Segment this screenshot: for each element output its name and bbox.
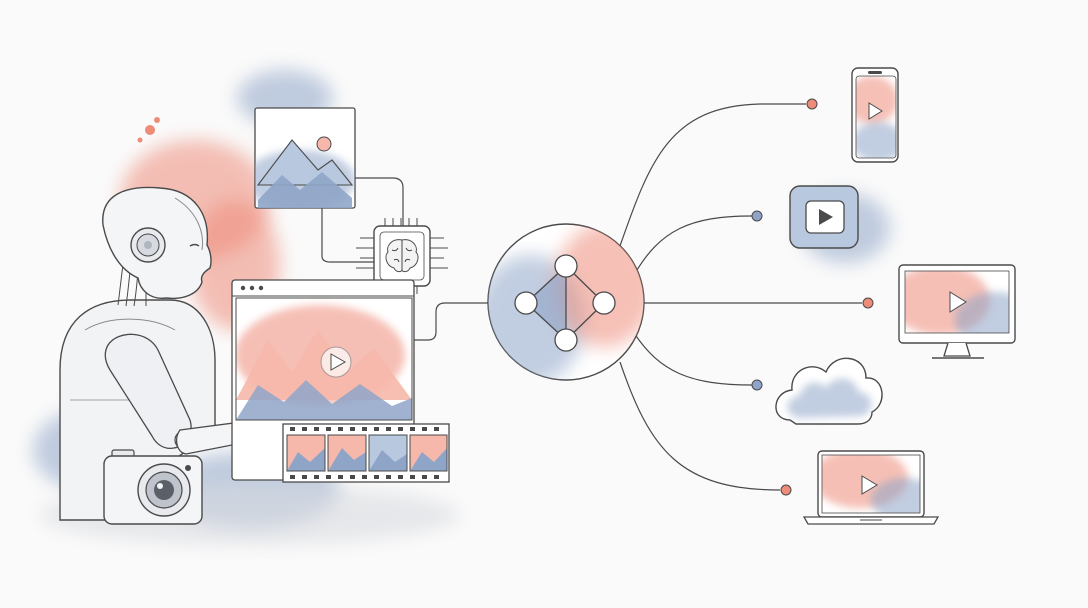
- play-button-icon: [320, 346, 352, 378]
- camera-icon: [103, 449, 203, 525]
- connector-dots: [751, 98, 874, 496]
- connector-image-to-chip: [355, 177, 404, 226]
- hub-node-top: [554, 254, 578, 278]
- connector-hub-to-laptop: [619, 361, 781, 491]
- coral-splatter-2: [154, 117, 160, 123]
- brain-icon: [385, 239, 419, 273]
- dot-cloud: [751, 379, 763, 391]
- connectors: [321, 103, 862, 491]
- ai-chip-icon: [356, 218, 448, 294]
- laptop-play-icon: [861, 475, 878, 495]
- laptop-icon: [802, 450, 940, 525]
- coral-splatter-1: [145, 125, 155, 135]
- connector-editor-to-hub: [412, 302, 488, 341]
- cloud-icon: [775, 357, 883, 425]
- window-dot-1: [240, 285, 246, 291]
- coral-splatter-3: [137, 137, 143, 143]
- desktop-monitor-icon: [898, 264, 1016, 359]
- sun-icon: [316, 136, 332, 152]
- smartphone-icon: [851, 67, 899, 163]
- image-icon: [254, 107, 356, 209]
- hub-node-bottom: [554, 328, 578, 352]
- distribution-hub-icon: [487, 223, 645, 381]
- dot-laptop: [780, 484, 792, 496]
- connector-hub-to-playbutton: [633, 215, 753, 276]
- robot-upper-arm: [104, 333, 192, 450]
- hub-node-right: [592, 291, 616, 315]
- dot-monitor: [862, 297, 874, 309]
- film-strip-icon: [282, 423, 450, 483]
- window-dot-2: [249, 285, 255, 291]
- window-dot-3: [258, 285, 264, 291]
- play-button-icon: [789, 185, 859, 249]
- hub-node-left: [514, 291, 538, 315]
- monitor-play-icon: [949, 291, 967, 313]
- dot-playbutton: [751, 210, 763, 222]
- phone-play-icon: [868, 102, 883, 120]
- dot-phone: [806, 98, 818, 110]
- connector-hub-to-phone: [619, 103, 806, 247]
- connector-hub-to-cloud: [633, 332, 753, 386]
